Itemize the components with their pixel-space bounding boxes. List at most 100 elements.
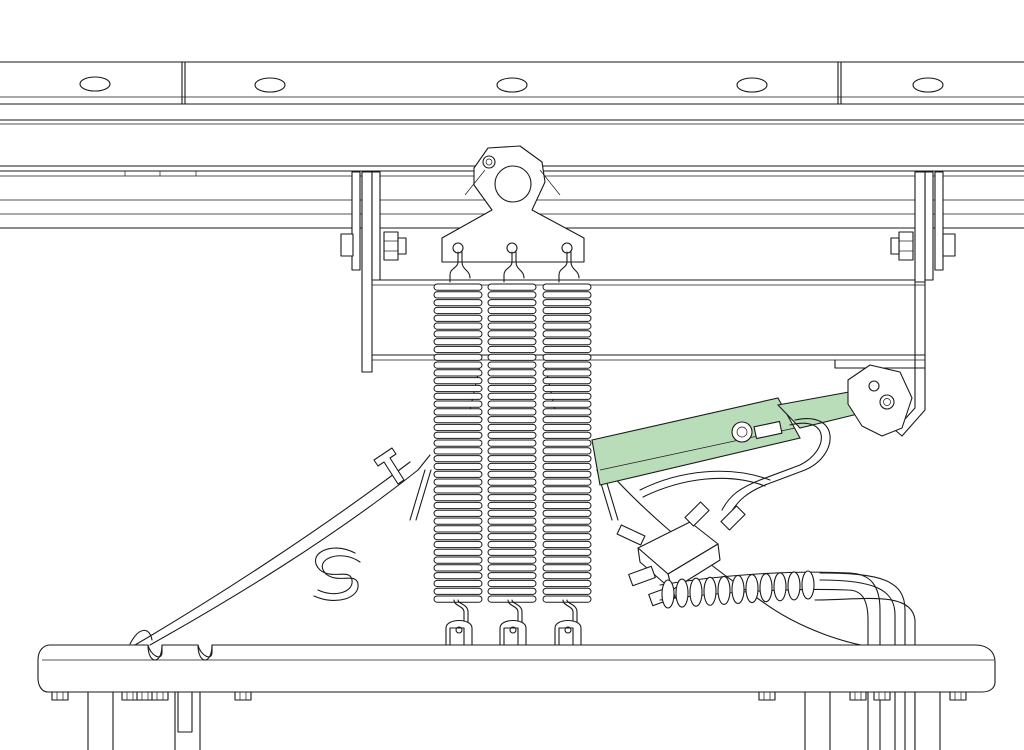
spring-shackles: [445, 619, 582, 646]
spring-coil: [487, 447, 537, 455]
bolt: [51, 691, 69, 701]
spring-coil: [487, 517, 537, 525]
spring-coil: [542, 416, 592, 424]
spring-coil: [542, 517, 592, 525]
wrap-ring: [661, 579, 675, 609]
spring-coil: [542, 384, 592, 393]
spring-base-cone: [134, 364, 881, 649]
spring-coil: [487, 525, 537, 533]
spring-coil: [542, 353, 592, 361]
spring-coil: [433, 353, 483, 361]
spring-coil: [542, 486, 592, 494]
spring-coil: [542, 423, 592, 432]
shackle: [554, 619, 582, 646]
spring-coil: [487, 377, 537, 385]
hydraulic-cylinder: [591, 364, 913, 486]
spring-coil: [487, 494, 537, 502]
spring-coil: [542, 470, 592, 478]
hose-fitting: [628, 565, 656, 587]
bolt: [849, 691, 867, 701]
spring-coil: [433, 494, 483, 502]
slot-hole: [736, 77, 768, 93]
spring-coil: [542, 314, 592, 322]
spring-coil: [542, 556, 592, 564]
spring-coil: [487, 306, 537, 315]
spring-coil: [542, 494, 592, 502]
spring-coil: [487, 283, 537, 291]
spring-coil: [487, 416, 537, 424]
spring-coil: [433, 369, 483, 377]
spring-coil: [542, 330, 592, 338]
spring-coil: [433, 384, 483, 393]
wrap-ring: [773, 572, 787, 602]
spring-coil: [433, 579, 483, 588]
spring-coil: [433, 548, 483, 556]
bolt-head: [340, 233, 354, 257]
spring-coil: [433, 517, 483, 525]
spring-coil: [542, 548, 592, 556]
hose-fitting: [616, 524, 646, 546]
bolt: [121, 691, 139, 701]
spring-coil: [487, 345, 537, 354]
spring-coil: [487, 369, 537, 377]
wrap-ring: [787, 571, 801, 601]
spring-coil: [433, 283, 483, 291]
spring-coil: [542, 431, 592, 439]
spring-coil: [433, 416, 483, 424]
bolt: [234, 691, 252, 701]
spring-coil: [487, 455, 537, 463]
spring-coil: [542, 478, 592, 486]
spring-coil: [487, 595, 537, 603]
wrap-ring: [731, 574, 745, 605]
spring-coil: [487, 353, 537, 361]
spring-left: [433, 251, 483, 626]
spring-coil: [487, 384, 537, 393]
base-bolts: [51, 691, 967, 701]
spring-coil: [487, 322, 537, 330]
spring-coil: [433, 486, 483, 494]
spring-coil: [433, 377, 483, 385]
spring-coil: [542, 447, 592, 455]
spring-coil: [487, 486, 537, 494]
slot-hole: [79, 76, 111, 92]
spring-coil: [433, 470, 483, 478]
spring-coil: [487, 330, 537, 338]
spring-coil: [433, 291, 483, 299]
spring-coil: [433, 299, 483, 307]
spring-coil: [433, 572, 483, 580]
spring-coil: [433, 587, 483, 595]
spring-coil: [433, 556, 483, 564]
spring-anchor-plate: [441, 145, 585, 263]
spring-coil: [542, 345, 592, 354]
spring-coil: [433, 439, 483, 447]
spring-coil: [433, 462, 483, 471]
spring-coil: [433, 423, 483, 432]
spring-coil: [433, 478, 483, 486]
spring-right: [542, 251, 592, 626]
spring-coil: [542, 338, 592, 346]
spring-coil: [487, 291, 537, 299]
spring-coil: [433, 564, 483, 572]
spring-coil: [542, 455, 592, 463]
spring-coil: [487, 572, 537, 580]
hose-fitting: [720, 505, 746, 531]
spring-coil: [487, 392, 537, 400]
spring-coil: [433, 447, 483, 455]
top-frame-rail: [0, 61, 1024, 125]
spring-coil: [487, 501, 537, 510]
spring-coil: [433, 306, 483, 315]
spring-coil: [487, 400, 537, 408]
spring-coil: [487, 314, 537, 322]
hose-fitting: [753, 420, 783, 440]
spring-coil: [433, 392, 483, 400]
spring-group: [433, 251, 592, 626]
spring-coil: [487, 423, 537, 432]
spring-coil: [433, 345, 483, 354]
spring-coil: [433, 322, 483, 330]
spring-coil: [433, 408, 483, 416]
spring-coil: [487, 462, 537, 471]
spring-coil: [433, 533, 483, 541]
spring-coil: [487, 540, 537, 549]
spring-coil: [542, 291, 592, 299]
